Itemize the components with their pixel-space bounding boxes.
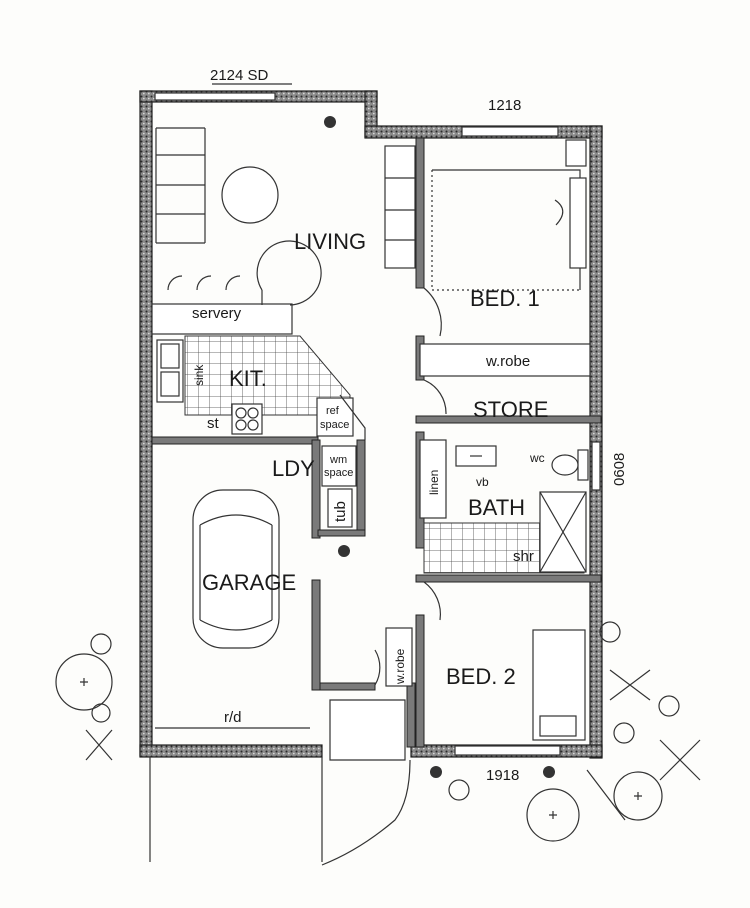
room-label-bath: BATH <box>468 495 525 520</box>
room-label-laundry: LDY <box>272 456 315 481</box>
label-tub: tub <box>332 501 349 522</box>
room-label-store: STORE <box>473 397 548 422</box>
label-sink: sink <box>192 364 206 386</box>
label-servery: servery <box>192 305 242 322</box>
bed2-furniture <box>374 581 586 741</box>
label-ref: ref <box>326 405 340 417</box>
label-roller-door: r/d <box>224 709 242 726</box>
flower-icon <box>324 116 555 778</box>
site-paths <box>149 699 411 866</box>
laundry-fixtures <box>321 445 357 528</box>
room-label-garage: GARAGE <box>202 570 296 595</box>
living-furniture <box>155 127 416 291</box>
bed1-furniture <box>419 139 591 415</box>
dimension-bottom: 1918 <box>486 767 519 784</box>
room-label-living: LIVING <box>294 229 366 254</box>
bath-fixtures <box>419 439 589 574</box>
dimension-right-side: 0608 <box>611 453 628 486</box>
room-label-kitchen: KIT. <box>229 366 267 391</box>
kitchen-area <box>151 240 366 440</box>
car-outline <box>192 489 280 649</box>
plant-symbols <box>55 621 701 842</box>
dimension-top-left: 2124 SD <box>210 67 269 84</box>
label-wrobe-bed1: w.robe <box>485 353 530 370</box>
label-wc: wc <box>529 451 545 465</box>
label-wm-space: space <box>324 467 353 479</box>
dimension-top-right: 1218 <box>488 97 521 114</box>
room-label-bed2: BED. 2 <box>446 664 516 689</box>
label-wrobe-bed2: w.robe <box>393 648 407 685</box>
label-shr: shr <box>513 548 534 565</box>
label-st: st <box>207 415 220 432</box>
label-vb: vb <box>476 475 489 489</box>
label-wm: wm <box>329 454 347 466</box>
label-ref-space: space <box>320 419 349 431</box>
windows <box>154 92 601 756</box>
room-label-bed1: BED. 1 <box>470 286 540 311</box>
label-linen: linen <box>427 470 441 495</box>
interior-walls <box>151 137 602 748</box>
